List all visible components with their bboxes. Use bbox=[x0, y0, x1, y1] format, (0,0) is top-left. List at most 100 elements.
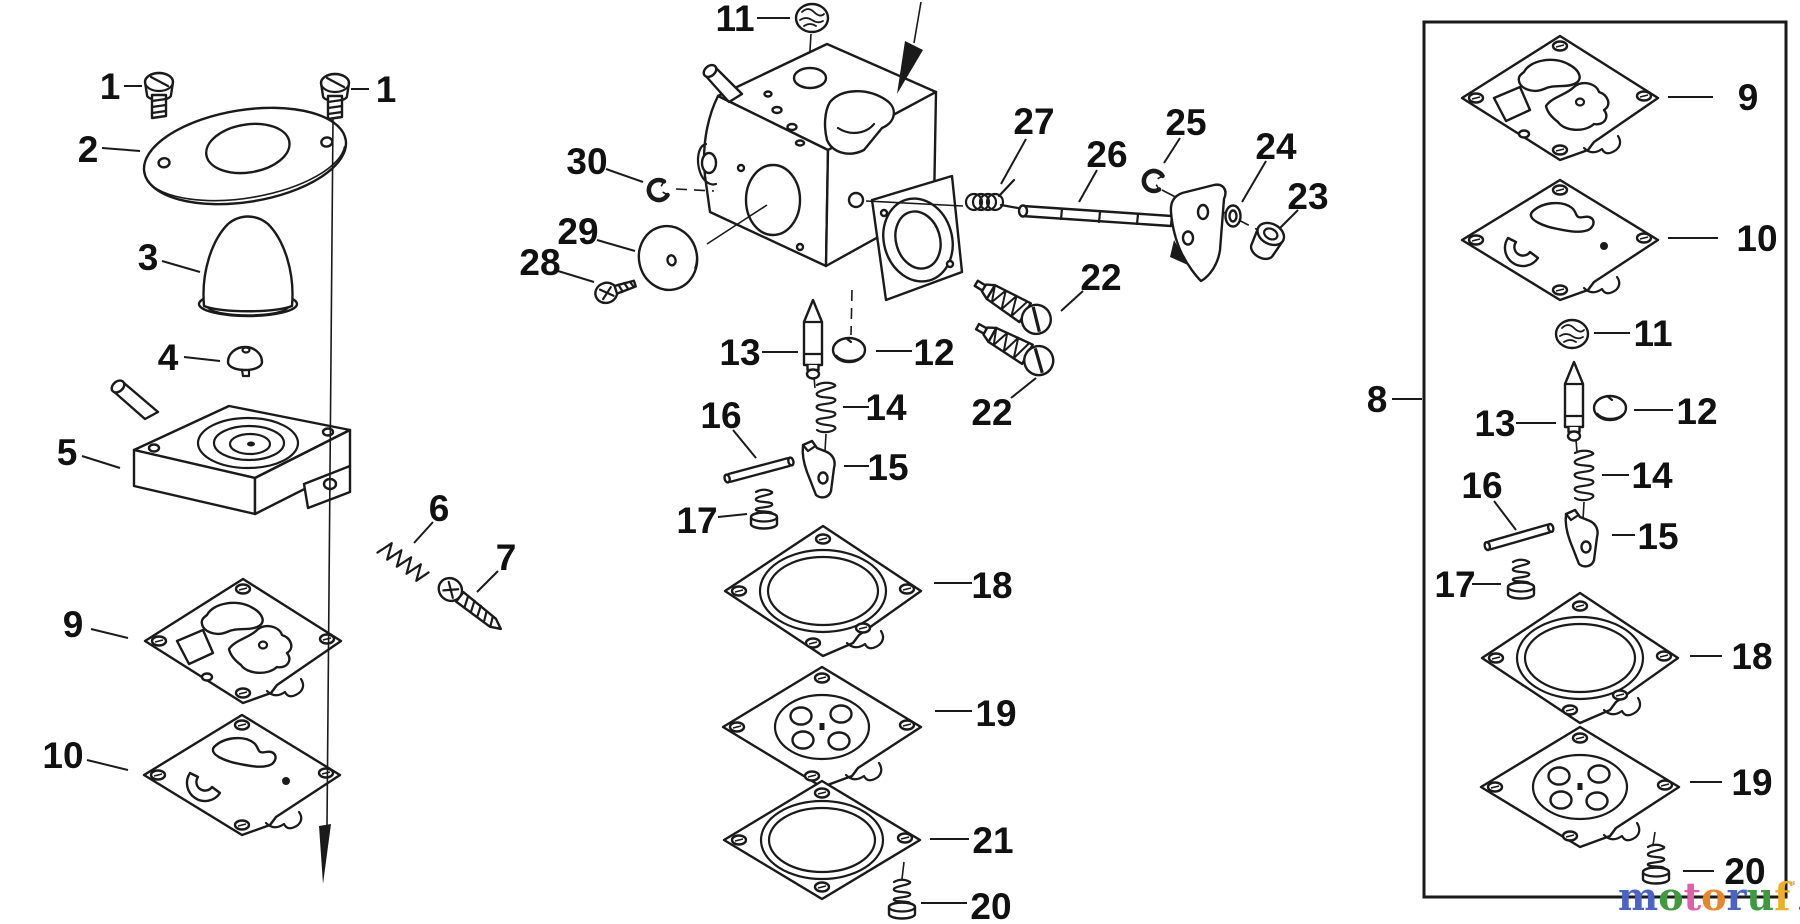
callout-left-6: 6 bbox=[429, 488, 450, 529]
part-25-eclip bbox=[1142, 169, 1163, 193]
part-15-lever-center bbox=[801, 439, 836, 499]
callout-kit-12: 12 bbox=[1676, 391, 1717, 432]
eclip-30-dash bbox=[675, 188, 715, 192]
callout-center-23: 23 bbox=[1287, 176, 1328, 217]
part-carburetor-body bbox=[696, 42, 964, 302]
part-5-pump-body bbox=[110, 379, 352, 516]
part-30-eclip bbox=[647, 179, 669, 203]
assembly-axis-line-left bbox=[326, 118, 334, 827]
watermark-letter-o2: o bbox=[1701, 874, 1727, 919]
callout-center-13: 13 bbox=[719, 332, 760, 373]
callout-center-20: 20 bbox=[970, 886, 1011, 924]
part-23-cap bbox=[1249, 221, 1286, 261]
part-6-spring bbox=[376, 538, 431, 585]
shaft-axis-line bbox=[865, 200, 964, 207]
part-18-gasket-kit bbox=[1482, 593, 1678, 723]
throttle-plate-axis bbox=[706, 204, 768, 245]
screen-bore bbox=[792, 66, 828, 90]
callout-left-2: 2 bbox=[78, 129, 99, 170]
part-21-gasket-center bbox=[724, 781, 920, 899]
callout-kit-20: 20 bbox=[1724, 851, 1765, 892]
callout-left-1b: 1 bbox=[376, 69, 397, 110]
callout-left-4: 4 bbox=[158, 337, 179, 378]
part-9-diaphragm-left bbox=[145, 579, 341, 703]
callout-center-27: 27 bbox=[1013, 101, 1054, 142]
part-throttle-bracket bbox=[1169, 183, 1227, 283]
part-1-screw-right bbox=[319, 72, 351, 121]
leader-lines bbox=[81, 17, 1722, 904]
right-column-kit bbox=[1422, 20, 1788, 899]
callout-left-9: 9 bbox=[63, 604, 84, 645]
part-13-needle-kit bbox=[1563, 360, 1585, 442]
callout-center-18: 18 bbox=[971, 565, 1012, 606]
callout-center-11: 11 bbox=[715, 0, 754, 39]
callout-center-22b: 22 bbox=[971, 392, 1012, 433]
callout-center-24: 24 bbox=[1255, 126, 1297, 167]
part-10-diaphragm-left bbox=[144, 715, 340, 835]
part-13-needle-center bbox=[802, 298, 824, 380]
part-12-plug-center bbox=[831, 336, 867, 364]
part-20-screw-center bbox=[887, 878, 917, 920]
gasket-screw-line-center bbox=[901, 861, 905, 880]
part-11-screen-kit bbox=[1554, 318, 1590, 350]
part-15-lever-kit bbox=[1564, 508, 1599, 568]
callout-kit-18: 18 bbox=[1731, 636, 1772, 677]
part-3-cup bbox=[197, 215, 299, 318]
mount-ear-hole bbox=[700, 151, 718, 175]
callout-center-12: 12 bbox=[913, 332, 954, 373]
callout-kit-10: 10 bbox=[1736, 218, 1777, 259]
kit-8-box bbox=[1422, 20, 1788, 899]
diaphragm-screw-line-kit bbox=[1652, 831, 1656, 846]
part-10-diaphragm-kit bbox=[1462, 180, 1658, 300]
flange-disc-dash bbox=[850, 289, 853, 336]
callout-kit-14: 14 bbox=[1631, 455, 1673, 496]
callout-center-15: 15 bbox=[867, 447, 908, 488]
callout-kit-19: 19 bbox=[1731, 762, 1772, 803]
callout-left-1a: 1 bbox=[100, 66, 121, 107]
part-16-pin-center bbox=[722, 455, 796, 485]
part-19-diaphragm-center bbox=[723, 667, 921, 787]
callout-left-3: 3 bbox=[138, 237, 159, 278]
part-1-screw-left bbox=[143, 71, 175, 120]
callout-center-14: 14 bbox=[865, 387, 907, 428]
callout-kit-11: 11 bbox=[1633, 313, 1672, 354]
part-16-pin-kit bbox=[1482, 522, 1556, 552]
part-26-throttle-shaft bbox=[1017, 204, 1174, 228]
watermark-letter-t: t bbox=[1683, 874, 1702, 919]
callout-center-19: 19 bbox=[975, 693, 1016, 734]
center-column-assembly bbox=[594, 1, 1286, 920]
callout-kit-9: 9 bbox=[1738, 77, 1759, 118]
callout-center-25: 25 bbox=[1165, 102, 1206, 143]
part-2-flange-gasket bbox=[142, 106, 348, 206]
callout-center-17: 17 bbox=[676, 500, 717, 541]
callout-center-16: 16 bbox=[700, 395, 741, 436]
callout-labels: 1 1 2 3 4 5 6 7 9 10 11 30 29 28 27 26 2… bbox=[42, 0, 1777, 924]
part-28-screw bbox=[594, 279, 637, 305]
part-24-washer bbox=[1224, 204, 1242, 228]
watermark-tld: .de bbox=[1797, 890, 1800, 915]
callout-center-26: 26 bbox=[1086, 134, 1127, 175]
part-27-return-spring bbox=[964, 178, 1020, 212]
axis-arrow-left bbox=[319, 824, 331, 884]
part-19-diaphragm-kit bbox=[1481, 727, 1679, 847]
part-11-screen-center bbox=[794, 2, 830, 34]
part-29-throttle-plate bbox=[637, 224, 699, 292]
part-17-screw-center bbox=[749, 488, 779, 530]
watermark-tick: ' bbox=[1791, 878, 1797, 896]
part-4-dome bbox=[226, 345, 264, 378]
callout-center-21: 21 bbox=[972, 820, 1013, 861]
callout-kit-16: 16 bbox=[1461, 465, 1502, 506]
reference-arrow bbox=[897, 41, 923, 94]
callout-kit-17: 17 bbox=[1434, 564, 1475, 605]
watermark-letter-f: f bbox=[1774, 874, 1791, 919]
motoruf-watermark: m o t o r u f ' .de bbox=[1618, 878, 1800, 916]
callout-center-30: 30 bbox=[566, 141, 607, 182]
left-column-assembly bbox=[110, 71, 502, 884]
throttle-shaft-hole bbox=[847, 191, 865, 209]
part-14-spring-center bbox=[815, 381, 837, 434]
watermark-letter-u: u bbox=[1746, 874, 1775, 919]
needle-spring-dash-center bbox=[813, 376, 816, 389]
callout-left-10: 10 bbox=[42, 735, 83, 776]
